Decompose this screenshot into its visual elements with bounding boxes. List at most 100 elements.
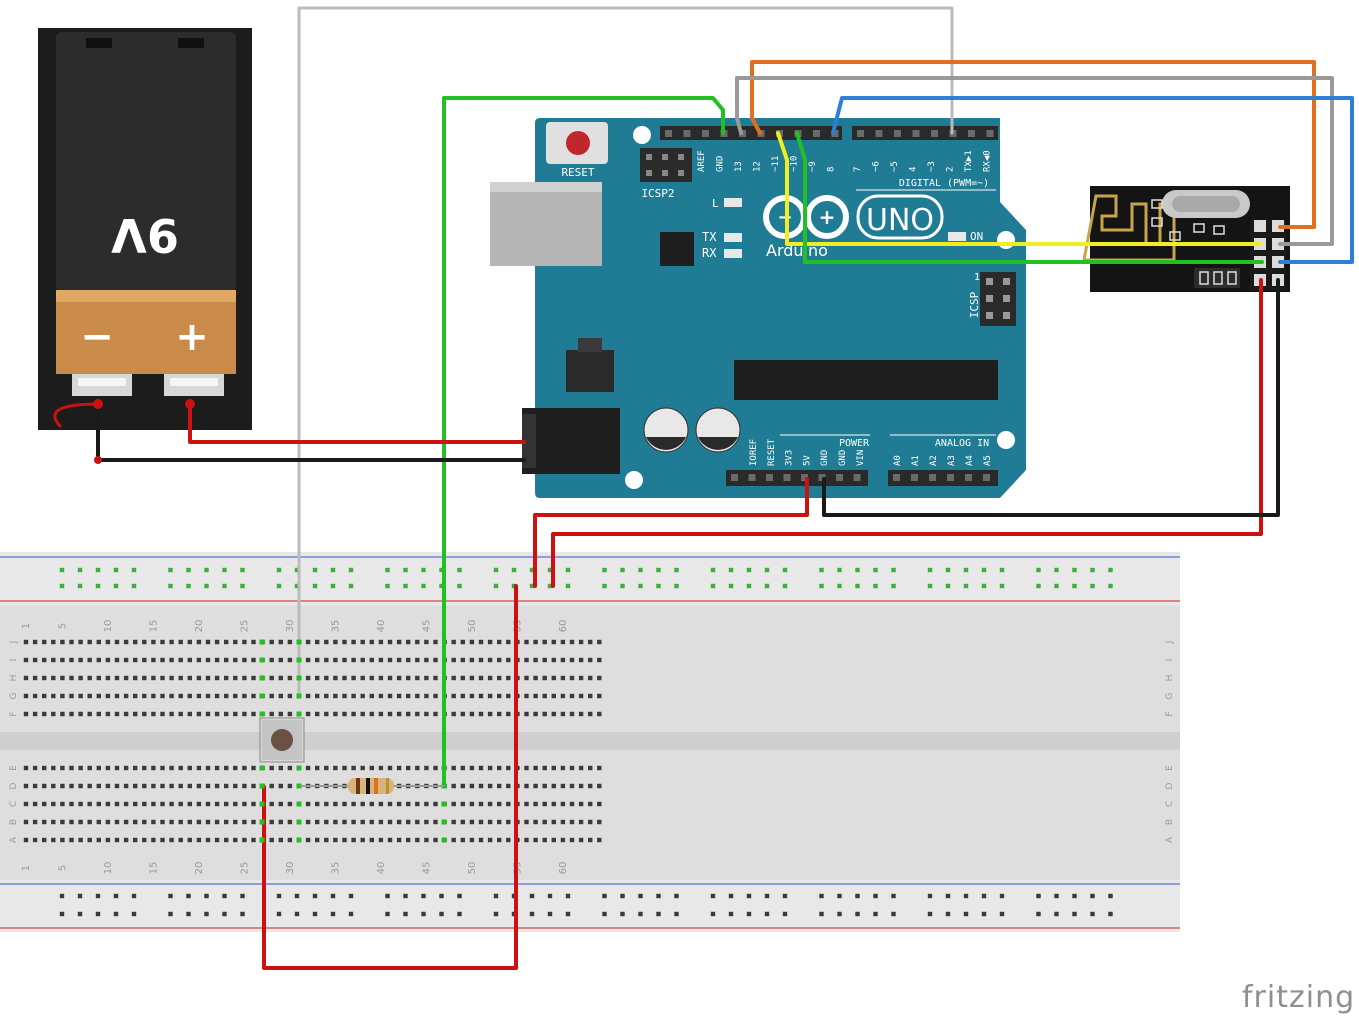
hole <box>133 819 138 825</box>
hole <box>151 783 156 789</box>
top-power-rail <box>0 552 1180 606</box>
hole <box>142 783 147 789</box>
hole <box>96 693 101 699</box>
voltage-regulator <box>566 350 614 392</box>
hole <box>278 801 283 807</box>
hole <box>551 639 556 645</box>
rail-hole <box>276 583 282 589</box>
hole <box>597 765 602 771</box>
rail-hole <box>204 911 209 917</box>
rail-hole <box>1036 911 1041 917</box>
hole <box>269 819 274 825</box>
hole <box>542 639 547 645</box>
hole <box>360 819 365 825</box>
hole <box>333 693 338 699</box>
usb-port <box>490 182 602 266</box>
hole <box>32 711 38 717</box>
rail-hole <box>999 893 1005 899</box>
rail-hole <box>493 911 499 917</box>
analog-pin-label: A2 <box>929 455 939 466</box>
hole <box>114 675 120 681</box>
hole <box>96 711 101 717</box>
rail-hole <box>746 911 752 917</box>
svg-text:+: + <box>819 205 836 229</box>
hole <box>278 675 283 681</box>
power-pin-label: RESET <box>767 438 777 466</box>
hole <box>224 801 229 807</box>
hole <box>178 819 183 825</box>
hole <box>378 765 384 771</box>
rail-hole <box>1036 567 1041 573</box>
hole <box>142 657 147 663</box>
column-number: 15 <box>148 620 159 633</box>
hole <box>360 693 365 699</box>
rail-hole <box>602 893 607 899</box>
rail-hole <box>457 567 462 573</box>
rail-hole <box>276 567 282 573</box>
hole <box>551 819 556 825</box>
hole <box>569 801 575 807</box>
hole <box>351 675 356 681</box>
hole <box>123 765 129 771</box>
wire-battery-snap <box>53 402 100 428</box>
hole <box>233 837 238 843</box>
hole <box>487 639 493 645</box>
row-letter: A <box>9 836 19 843</box>
rail-hole <box>439 567 444 573</box>
rail-hole <box>222 911 227 917</box>
hole <box>287 837 293 843</box>
hole <box>160 801 165 807</box>
hole <box>114 693 120 699</box>
icsp-header <box>980 272 1016 326</box>
hole <box>224 783 229 789</box>
hole <box>233 765 238 771</box>
hole <box>497 765 502 771</box>
hole <box>415 639 420 645</box>
column-number: 25 <box>239 862 250 875</box>
rail-hole <box>385 583 390 589</box>
hole <box>205 837 211 843</box>
hole <box>205 783 211 789</box>
rail-hole <box>330 583 336 589</box>
hole <box>23 783 29 789</box>
hole <box>32 639 38 645</box>
rail-hole <box>77 567 83 573</box>
hole <box>433 675 438 681</box>
column-numbers: 1155101015152020252530303535404045455050… <box>21 620 569 875</box>
highlight-hole <box>296 837 302 843</box>
hole <box>560 819 566 825</box>
hole <box>506 783 511 789</box>
rail-hole <box>819 567 824 573</box>
hole <box>169 711 174 717</box>
row-letter: D <box>9 782 19 789</box>
rail-hole <box>222 583 227 589</box>
hole <box>69 801 74 807</box>
hole <box>360 801 365 807</box>
hole <box>269 639 274 645</box>
rail-hole <box>728 583 734 589</box>
hole <box>569 837 575 843</box>
hole <box>478 711 484 717</box>
hole <box>60 657 65 663</box>
rail-hole <box>1054 911 1059 917</box>
hole <box>524 675 529 681</box>
hole <box>114 819 120 825</box>
hole <box>32 693 38 699</box>
hole <box>315 837 320 843</box>
rail-hole <box>674 911 679 917</box>
hole <box>451 711 456 717</box>
hole <box>105 711 111 717</box>
column-number: 40 <box>376 620 387 633</box>
resistor <box>300 778 444 794</box>
hole <box>569 783 575 789</box>
hole <box>123 783 129 789</box>
rail-hole <box>1108 583 1113 589</box>
hole <box>187 693 192 699</box>
hole <box>60 639 65 645</box>
rail-hole <box>529 893 535 899</box>
hole <box>233 711 238 717</box>
highlight-hole <box>259 783 265 789</box>
hole <box>51 837 56 843</box>
rail-hole <box>493 567 499 573</box>
